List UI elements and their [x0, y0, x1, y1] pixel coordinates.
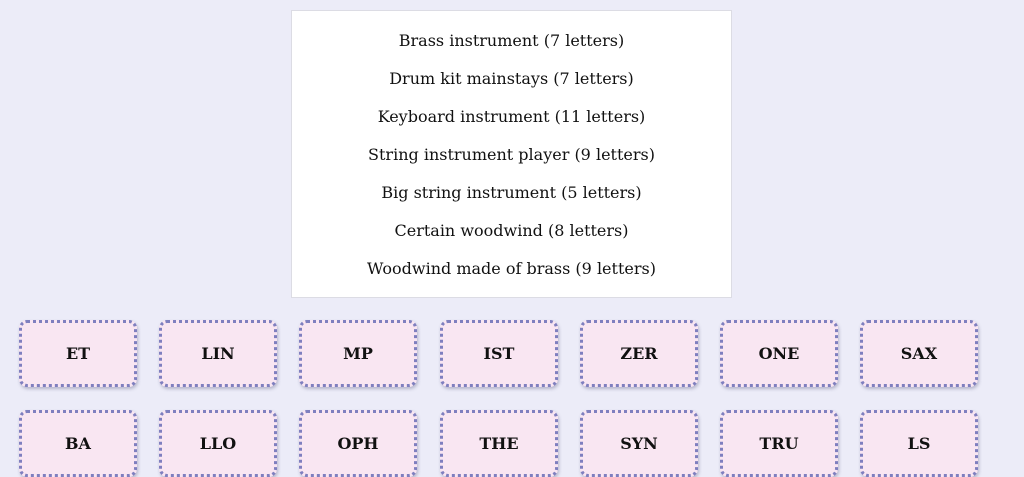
letter-tile[interactable]: IST	[440, 320, 558, 387]
letter-tile[interactable]: OPH	[299, 410, 417, 477]
clue-item: Brass instrument (7 letters)	[398, 31, 625, 50]
clue-item: String instrument player (9 letters)	[368, 145, 655, 164]
letter-tile[interactable]: SAX	[860, 320, 978, 387]
letter-tile[interactable]: TRU	[720, 410, 838, 477]
clue-item: Drum kit mainstays (7 letters)	[389, 69, 634, 88]
clue-list: Brass instrument (7 letters) Drum kit ma…	[291, 10, 732, 298]
clue-item: Woodwind made of brass (9 letters)	[367, 259, 656, 278]
clue-item: Big string instrument (5 letters)	[381, 183, 642, 202]
letter-tile[interactable]: SYN	[580, 410, 698, 477]
clue-item: Certain woodwind (8 letters)	[394, 221, 629, 240]
letter-tile[interactable]: MP	[299, 320, 417, 387]
letter-tile[interactable]: LIN	[159, 320, 277, 387]
letter-tile[interactable]: ET	[19, 320, 137, 387]
letter-tile[interactable]: ZER	[580, 320, 698, 387]
clue-item: Keyboard instrument (11 letters)	[377, 107, 646, 126]
letter-tile[interactable]: LS	[860, 410, 978, 477]
letter-tile[interactable]: BA	[19, 410, 137, 477]
letter-tile[interactable]: LLO	[159, 410, 277, 477]
letter-tile[interactable]: THE	[440, 410, 558, 477]
letter-tile[interactable]: ONE	[720, 320, 838, 387]
